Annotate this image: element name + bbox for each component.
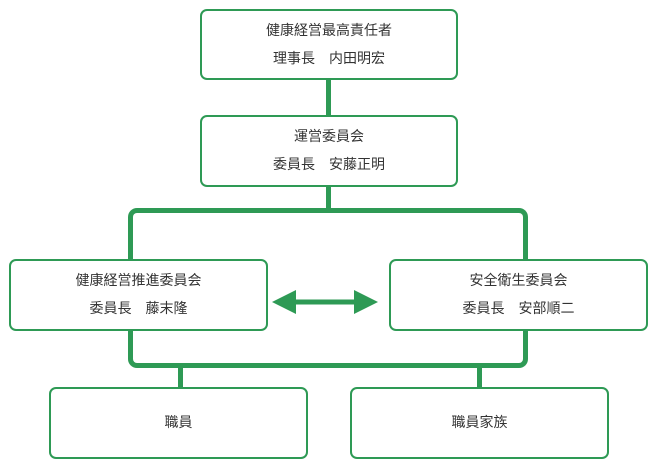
connector-committee-down bbox=[326, 186, 331, 212]
node-title: 健康経営最高責任者 bbox=[266, 22, 392, 39]
upper-bracket bbox=[128, 208, 528, 262]
node-staff-family: 職員家族 bbox=[350, 387, 609, 459]
node-person: 委員長 藤末隆 bbox=[89, 301, 188, 317]
node-title: 安全衛生委員会 bbox=[469, 273, 568, 289]
node-person: 委員長 安部順二 bbox=[462, 301, 575, 317]
connector-to-staff bbox=[178, 364, 183, 389]
node-person: 委員長 安藤正明 bbox=[273, 157, 385, 173]
node-title: 運営委員会 bbox=[294, 129, 364, 145]
node-staff: 職員 bbox=[49, 387, 308, 459]
node-person: 理事長 内田明宏 bbox=[273, 50, 385, 67]
node-title: 職員 bbox=[164, 415, 193, 431]
node-health-promotion-committee: 健康経営推進委員会 委員長 藤末隆 bbox=[9, 259, 268, 331]
node-title: 職員家族 bbox=[451, 415, 508, 431]
node-title: 健康経営推進委員会 bbox=[75, 273, 202, 289]
node-health-management-officer: 健康経営最高責任者 理事長 内田明宏 bbox=[200, 9, 458, 80]
node-operations-committee: 運営委員会 委員長 安藤正明 bbox=[200, 115, 458, 187]
node-safety-health-committee: 安全衛生委員会 委員長 安部順二 bbox=[389, 259, 648, 331]
connector-to-family bbox=[477, 364, 482, 389]
connector-top-to-committee bbox=[326, 79, 331, 116]
double-arrow-icon bbox=[272, 290, 378, 314]
lower-bracket bbox=[128, 329, 528, 368]
